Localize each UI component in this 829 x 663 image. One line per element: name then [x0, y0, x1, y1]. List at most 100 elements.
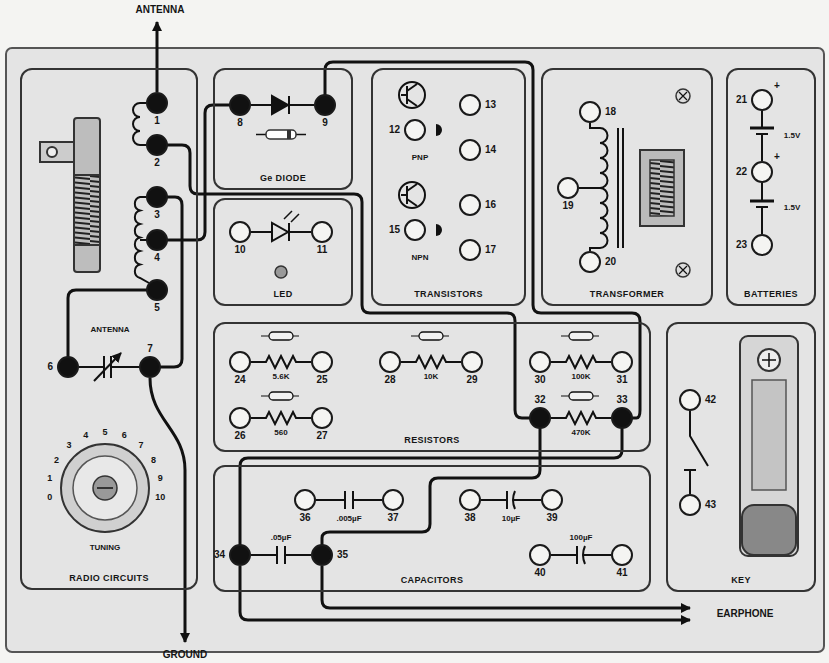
resistor-symbol [569, 332, 593, 340]
terminal-post: 28 [379, 351, 401, 373]
terminal-post: 31 [611, 351, 633, 373]
terminal-number: 31 [616, 375, 627, 385]
terminal-post: 40 [529, 544, 551, 566]
dial-number: 7 [138, 441, 143, 450]
hookup-wire [168, 105, 229, 240]
ferrite-antenna [74, 175, 100, 245]
key-switch [684, 336, 798, 556]
resistor-symbol [269, 332, 293, 340]
terminal-number: 2 [154, 158, 160, 168]
module-title: RESISTORS [404, 436, 459, 445]
transformer-symbol [579, 89, 690, 277]
resistor-symbol [401, 356, 461, 368]
terminal-post: 24 [229, 351, 251, 373]
capacitor-symbol [481, 491, 541, 509]
terminal-number: 17 [485, 245, 496, 255]
component-value: 100K [571, 373, 590, 381]
resistor-symbol [261, 336, 599, 396]
terminal-number: 27 [316, 431, 327, 441]
hookup-wire [322, 429, 540, 544]
caption-label: 1.5V [784, 204, 800, 212]
terminal-post: 14 [459, 139, 481, 161]
terminal-post: 39 [541, 489, 563, 511]
terminal-post: 38 [459, 489, 481, 511]
ferrite-antenna [40, 118, 100, 272]
terminal-number: 10 [234, 245, 245, 255]
terminal-number: 9 [322, 118, 328, 128]
terminal-number: 29 [466, 375, 477, 385]
terminal-post: 26 [229, 407, 251, 429]
external-lead [150, 378, 185, 642]
terminal-number: 4 [154, 253, 160, 263]
component-value: 5.6K [273, 373, 290, 381]
terminal-post: 34 [229, 544, 251, 566]
transformer-symbol [676, 263, 690, 277]
led-symbol [251, 223, 311, 241]
dial-number: 0 [47, 493, 52, 502]
terminal-number: 41 [616, 568, 627, 578]
terminal-number: 38 [464, 513, 475, 523]
terminal-number: 7 [147, 344, 153, 354]
caption-label: EARPHONE [717, 609, 774, 619]
terminal-post: 15 [404, 219, 426, 241]
caption-label: 1.5V [784, 132, 800, 140]
terminal-number: 28 [384, 375, 395, 385]
transistor-symbol [401, 184, 417, 206]
transistor-symbol [436, 124, 442, 136]
dial-number: 8 [151, 456, 156, 465]
key-switch [740, 336, 798, 556]
terminal-post: 6 [57, 356, 79, 378]
transistor-symbol [436, 224, 442, 236]
capacitor-symbol [251, 546, 311, 564]
battery-symbol [750, 111, 774, 234]
terminal-post: 43 [679, 494, 701, 516]
transistor-symbol [399, 182, 425, 208]
module-title: Ge DIODE [260, 174, 306, 183]
terminal-post: 2 [146, 134, 168, 156]
terminal-number: 16 [485, 200, 496, 210]
tuning-capacitor [79, 353, 139, 381]
terminal-number: 19 [562, 201, 573, 211]
terminal-post: 41 [611, 544, 633, 566]
external-lead [156, 22, 159, 92]
tuning-capacitor [94, 353, 121, 381]
coil-symbol [133, 103, 146, 145]
module-title: CAPACITORS [401, 576, 464, 585]
tuning-dial [93, 476, 117, 500]
terminal-number: 24 [234, 375, 245, 385]
hookup-wire [68, 290, 146, 356]
terminal-post: 10 [229, 221, 251, 243]
terminal-number: 26 [234, 431, 245, 441]
external-lead [150, 22, 690, 642]
hookup-wire [240, 429, 622, 544]
caption-label: GROUND [163, 650, 207, 660]
capacitor-symbol [316, 491, 382, 509]
diode-symbol [287, 130, 291, 139]
terminal-number: 1 [154, 116, 160, 126]
terminal-post: 18 [579, 101, 601, 123]
tuning-dial [73, 456, 137, 520]
terminal-post: 5 [146, 279, 168, 301]
resistor-symbol [569, 392, 593, 400]
terminal-number: 35 [337, 550, 348, 560]
diode-symbol [272, 96, 288, 114]
terminal-post: 32 [529, 407, 551, 429]
resistor-symbol [551, 356, 611, 368]
terminal-post: 19 [557, 177, 579, 199]
resistor-symbol [419, 332, 443, 340]
transistor-symbol [399, 82, 425, 108]
dial-number: 9 [158, 474, 163, 483]
caption-label: NPN [412, 254, 429, 262]
tuning-capacitor [79, 356, 139, 378]
terminal-number: 30 [534, 375, 545, 385]
terminal-number: 42 [705, 395, 716, 405]
terminal-post: 11 [311, 221, 333, 243]
terminal-number: 32 [534, 395, 545, 405]
terminal-post: 42 [679, 389, 701, 411]
terminal-number: 15 [389, 225, 400, 235]
resistor-symbol [251, 412, 311, 424]
caption-label: PNP [412, 154, 428, 162]
terminal-number: 3 [154, 210, 160, 220]
